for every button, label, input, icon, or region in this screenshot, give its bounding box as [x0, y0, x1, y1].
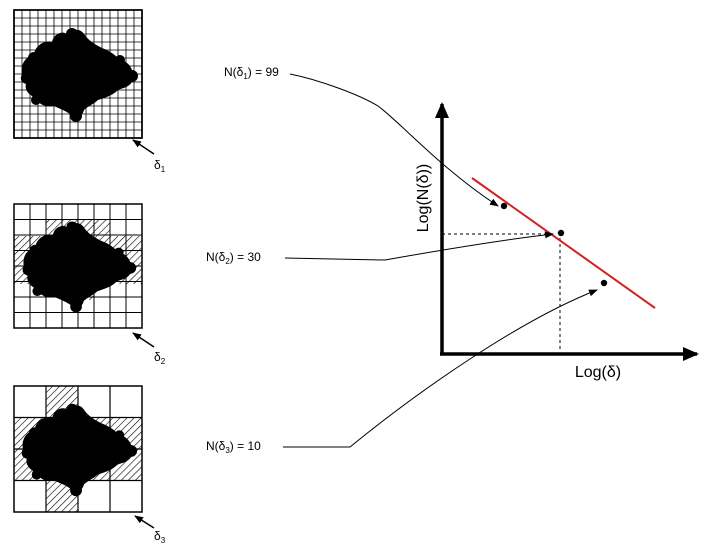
delta-1-pointer: δ1	[132, 139, 166, 174]
count-callout-1: N(δ1) = 99	[224, 65, 499, 207]
count-callout-2: N(δ2) = 30	[206, 231, 554, 266]
grid-delta-1	[13, 9, 143, 139]
fit-line	[471, 177, 656, 309]
delta-3-label: δ3	[154, 529, 166, 545]
delta-1-label: δ1	[154, 158, 166, 174]
grid-delta-2	[13, 203, 143, 329]
grid-delta-3	[13, 385, 143, 513]
data-point-3	[600, 279, 608, 287]
plot: Log(N(δ)) Log(δ)	[415, 102, 699, 381]
count-3-label: N(δ3) = 10	[206, 439, 261, 455]
delta-3-pointer: δ3	[134, 515, 166, 545]
data-point-1	[500, 202, 508, 210]
delta-2-pointer: δ2	[132, 332, 166, 366]
count-1-label: N(δ1) = 99	[224, 65, 279, 81]
delta-2-label: δ2	[154, 350, 166, 366]
y-axis-label: Log(N(δ))	[415, 164, 432, 232]
count-2-label: N(δ2) = 30	[206, 250, 261, 266]
data-point-2	[557, 229, 565, 237]
x-axis-label: Log(δ)	[575, 364, 621, 381]
count-callout-3: N(δ3) = 10	[206, 289, 598, 455]
